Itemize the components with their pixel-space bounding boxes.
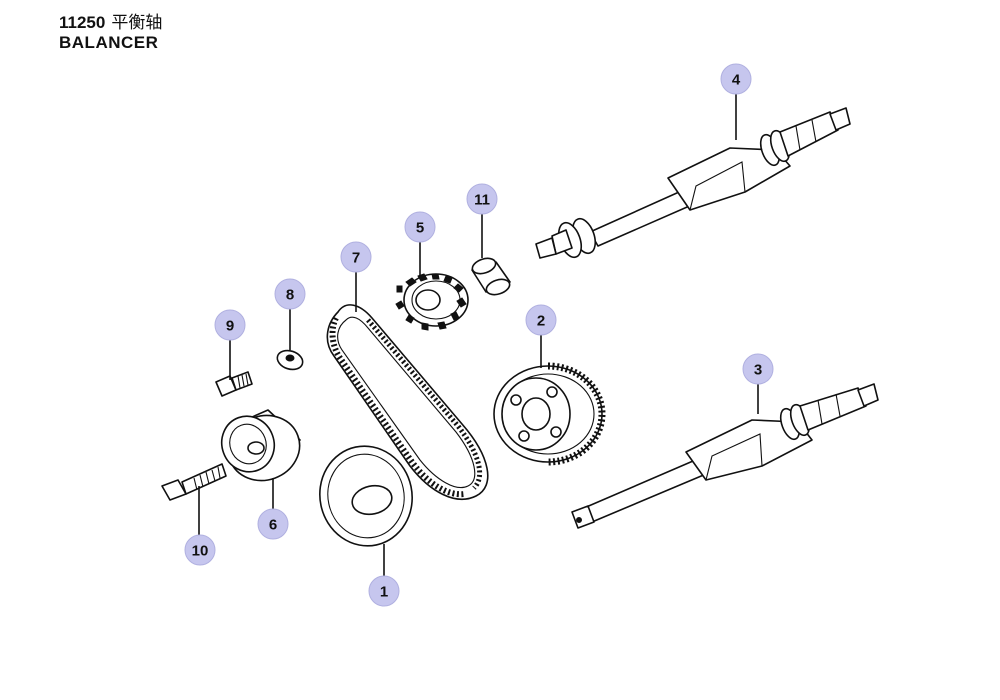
long-bolt — [161, 463, 227, 501]
callout-11-label: 11 — [474, 192, 490, 209]
washer — [276, 349, 304, 371]
bushing — [471, 257, 511, 296]
part-group-name-en: BALANCER — [59, 33, 159, 52]
short-bolt — [215, 371, 253, 397]
balancer-shaft-lower — [571, 383, 879, 529]
tensioner-pulley — [220, 409, 301, 482]
callout-5-label: 5 — [416, 220, 424, 237]
small-sprocket — [395, 273, 469, 331]
callout-7: 7 — [340, 241, 372, 273]
part-group-code: 11250 — [59, 13, 106, 32]
callout-6: 6 — [257, 508, 289, 540]
callout-2: 2 — [525, 304, 557, 336]
callout-11: 11 — [466, 183, 498, 215]
callout-10-label: 10 — [192, 543, 209, 560]
callout-4: 4 — [720, 63, 752, 95]
callout-9-label: 9 — [226, 318, 234, 335]
callout-3: 3 — [742, 353, 774, 385]
page-title: 11250 平衡轴 BALANCER — [59, 13, 162, 53]
callout-4-label: 4 — [732, 72, 741, 89]
callout-7-label: 7 — [352, 250, 360, 267]
callout-6-label: 6 — [269, 517, 277, 534]
timing-belt — [326, 304, 489, 501]
callout-2-label: 2 — [537, 313, 545, 330]
callout-3-label: 3 — [754, 362, 762, 379]
callout-10: 10 — [184, 534, 216, 566]
callout-8: 8 — [274, 278, 306, 310]
callout-1: 1 — [368, 575, 400, 607]
balancer-shaft-pulley — [493, 362, 606, 466]
callout-8-label: 8 — [286, 287, 294, 304]
leader-lines — [198, 92, 759, 578]
title-code-line: 11250 平衡轴 — [59, 13, 162, 33]
callout-5: 5 — [404, 211, 436, 243]
crankshaft-pulley — [319, 445, 413, 547]
callout-1-label: 1 — [380, 584, 388, 601]
callout-9: 9 — [214, 309, 246, 341]
balancer-shaft-upper — [535, 107, 851, 259]
part-group-name-cn: 平衡轴 — [111, 13, 163, 33]
